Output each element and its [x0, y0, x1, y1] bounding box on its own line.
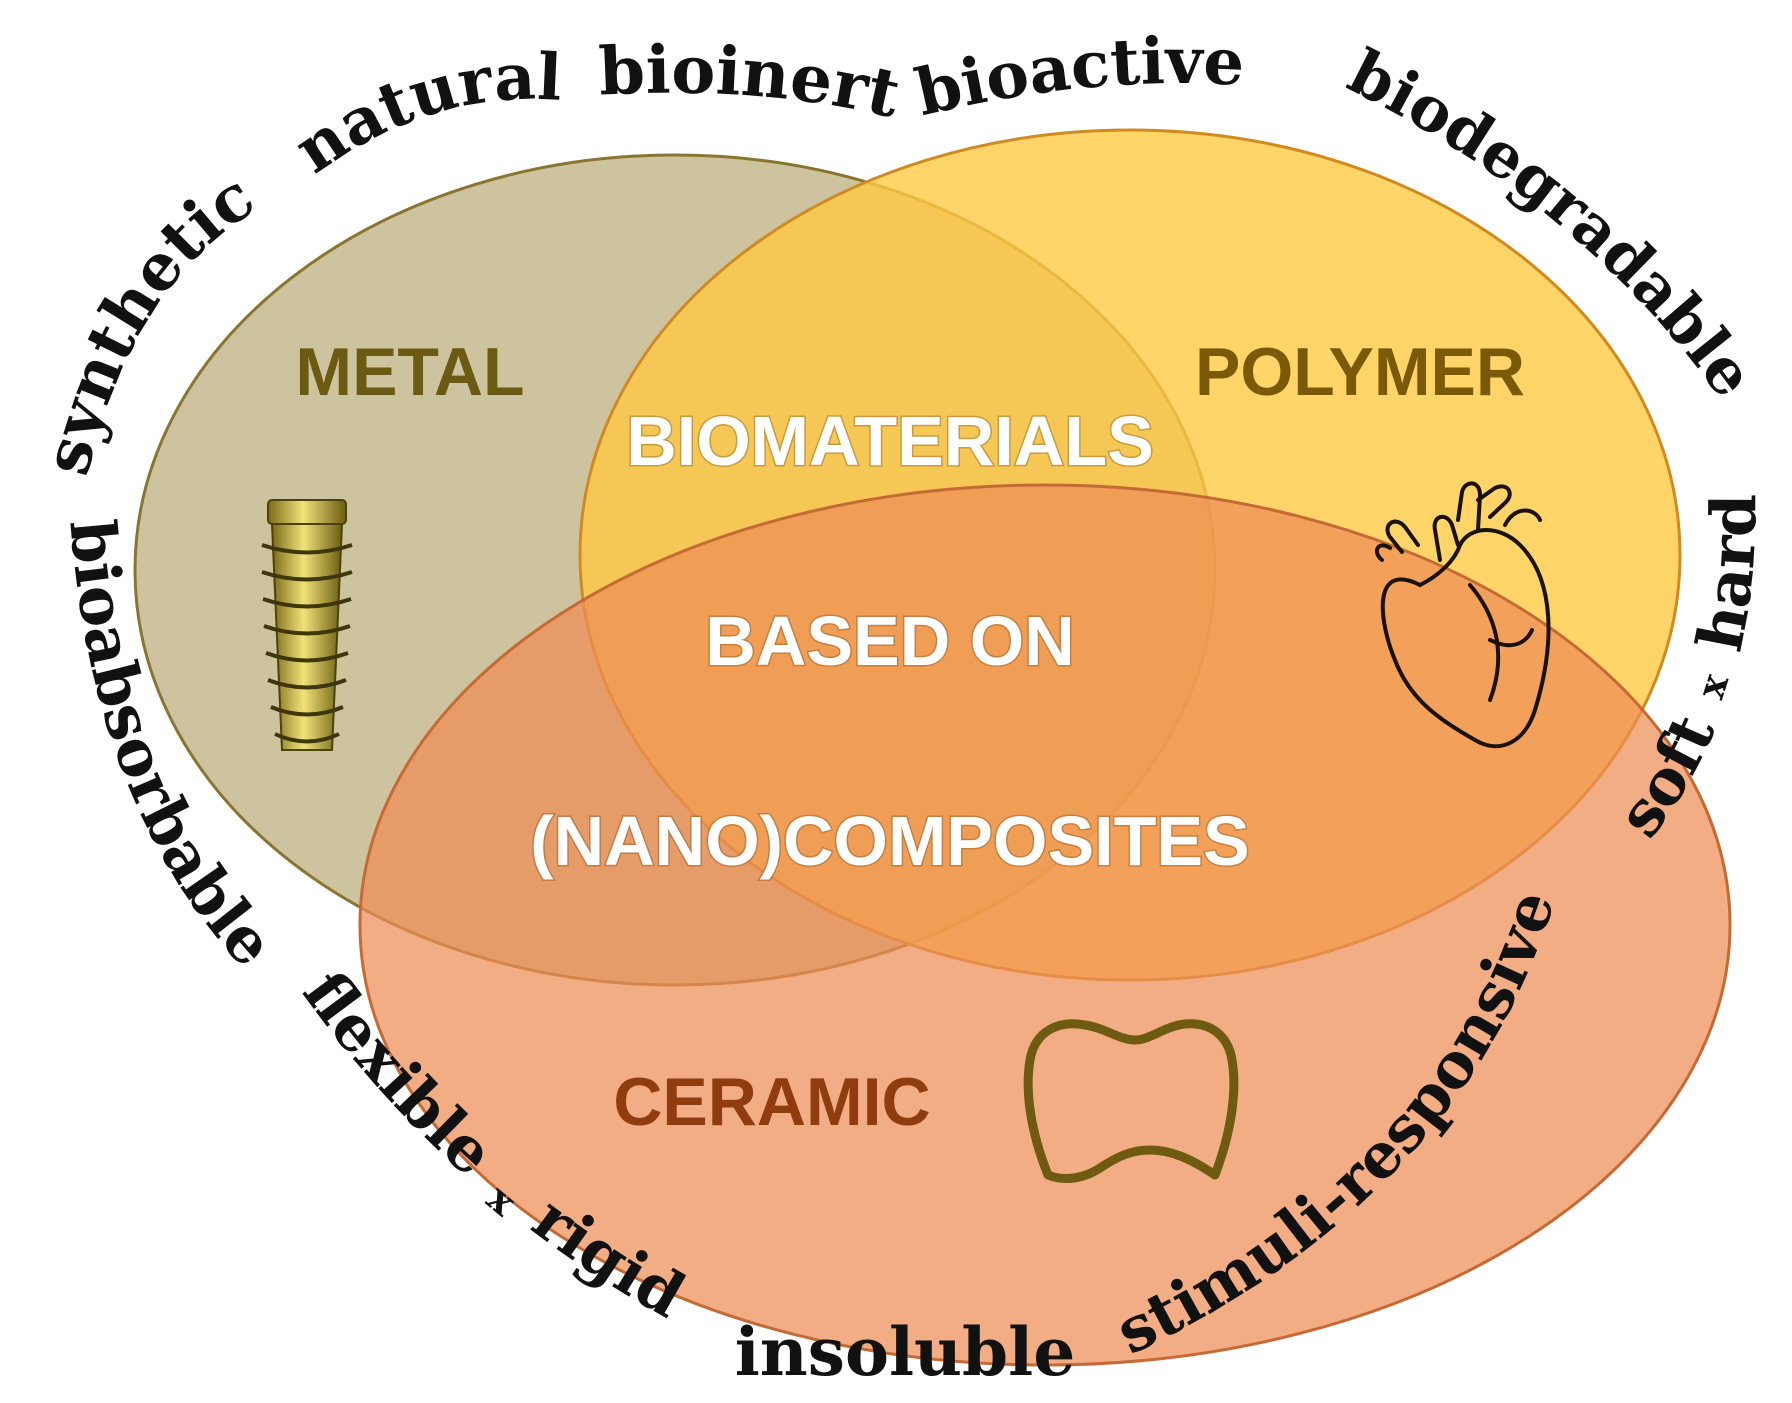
- tooth-icon: [1023, 1019, 1239, 1183]
- ceramic-label: CERAMIC: [613, 1064, 930, 1140]
- center-line-2: BASED ON: [705, 602, 1074, 680]
- property-insoluble: insoluble: [735, 1313, 1076, 1391]
- center-line-1: BIOMATERIALS: [626, 402, 1154, 480]
- property-bioinert: bioinert: [597, 30, 907, 133]
- heart-icon: [1374, 481, 1551, 749]
- metal-label: METAL: [295, 334, 524, 410]
- ceramic-circle: [358, 483, 1732, 1367]
- property-soft-x: x: [1687, 668, 1737, 704]
- dental-implant-screw-icon: [261, 499, 353, 751]
- polymer-label: POLYMER: [1195, 334, 1525, 410]
- property-bioactive: bioactive: [909, 24, 1246, 131]
- property-hard: hard: [1683, 494, 1770, 657]
- property-natural: natural: [281, 39, 563, 188]
- center-line-3: (NANO)COMPOSITES: [530, 802, 1249, 880]
